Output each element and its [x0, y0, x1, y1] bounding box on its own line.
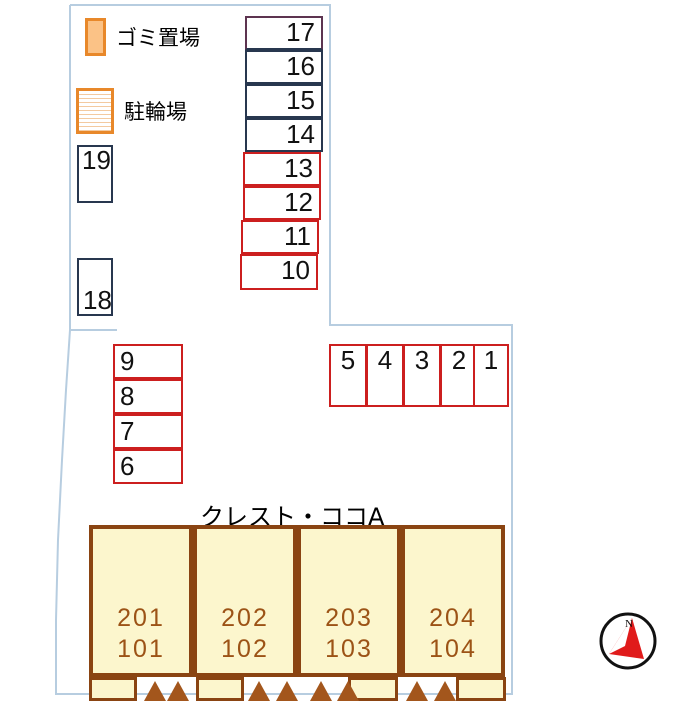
compass-north-label: N [625, 618, 633, 630]
parking-stall-10[interactable]: 10 [240, 254, 318, 290]
parking-stall-1[interactable]: 1 [473, 344, 509, 407]
stall-number: 1 [483, 345, 499, 375]
unit-number-lower: 103 [325, 634, 373, 663]
unit-entrance-104 [456, 677, 506, 701]
stall-number: 5 [340, 345, 356, 375]
unit-entrance-102 [196, 677, 244, 701]
building-unit-202-102[interactable]: 202 102 [193, 525, 297, 677]
stall-number: 14 [286, 119, 315, 149]
parking-stall-3[interactable]: 3 [403, 344, 441, 407]
stair-marker [276, 681, 298, 701]
trash-area-icon [85, 18, 106, 56]
stall-number: 10 [281, 255, 310, 285]
stall-number: 9 [120, 346, 135, 376]
unit-number-lower: 104 [429, 634, 477, 663]
stall-number: 7 [120, 416, 135, 446]
stair-marker [337, 681, 359, 701]
parking-stall-19[interactable]: 19 [77, 145, 113, 203]
stall-number: 12 [284, 187, 313, 217]
building-unit-203-103[interactable]: 203 103 [297, 525, 401, 677]
stall-number: 8 [120, 381, 135, 411]
legend-item-bicycle: 駐輪場 [76, 88, 187, 134]
parking-stall-12[interactable]: 12 [243, 186, 321, 220]
stall-number: 19 [82, 145, 111, 175]
stall-number: 2 [451, 345, 467, 375]
unit-number-upper: 204 [429, 603, 477, 632]
stair-marker [434, 681, 456, 701]
stall-number: 17 [286, 17, 315, 47]
stall-number: 3 [414, 345, 430, 375]
legend-label-trash: ゴミ置場 [116, 26, 200, 50]
stall-number: 15 [286, 85, 315, 115]
unit-number-upper: 201 [117, 603, 165, 632]
parking-stall-8[interactable]: 8 [113, 379, 183, 414]
parking-stall-5[interactable]: 5 [329, 344, 367, 407]
stair-marker [310, 681, 332, 701]
legend-label-bicycle: 駐輪場 [124, 100, 187, 124]
bicycle-parking-icon [76, 88, 114, 134]
stall-number: 18 [83, 285, 112, 315]
stall-number: 6 [120, 451, 135, 481]
compass-rose: N [599, 612, 657, 670]
stall-number: 4 [377, 345, 393, 375]
parking-stall-14[interactable]: 14 [245, 118, 323, 152]
stair-marker [167, 681, 189, 701]
parking-stall-6[interactable]: 6 [113, 449, 183, 484]
parking-stall-18[interactable]: 18 [77, 258, 113, 316]
stall-number: 16 [286, 51, 315, 81]
parking-stall-11[interactable]: 11 [241, 220, 319, 254]
unit-number-lower: 101 [117, 634, 165, 663]
stair-marker [144, 681, 166, 701]
unit-number-lower: 102 [221, 634, 269, 663]
parking-stall-13[interactable]: 13 [243, 152, 321, 186]
building-unit-201-101[interactable]: 201 101 [89, 525, 193, 677]
stall-number: 13 [284, 153, 313, 183]
parking-stall-7[interactable]: 7 [113, 414, 183, 449]
unit-entrance-101 [89, 677, 137, 701]
legend-item-trash: ゴミ置場 [85, 18, 200, 56]
stair-marker [406, 681, 428, 701]
unit-number-upper: 202 [221, 603, 269, 632]
parking-stall-4[interactable]: 4 [366, 344, 404, 407]
parking-stall-15[interactable]: 15 [245, 84, 323, 118]
parking-stall-9[interactable]: 9 [113, 344, 183, 379]
parking-stall-16[interactable]: 16 [245, 50, 323, 84]
stair-marker [248, 681, 270, 701]
parking-stall-17[interactable]: 17 [245, 16, 323, 50]
unit-number-upper: 203 [325, 603, 373, 632]
stall-number: 11 [284, 221, 311, 251]
building-unit-204-104[interactable]: 204 104 [401, 525, 505, 677]
